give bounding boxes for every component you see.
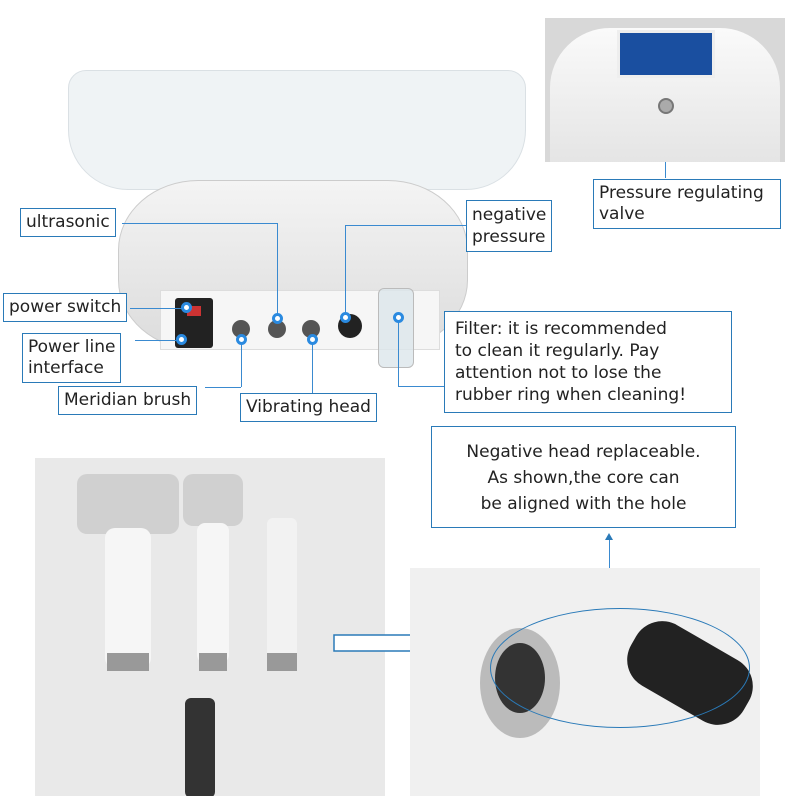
leader-line [135, 340, 180, 341]
filter-cup [378, 288, 414, 368]
negative-pressure-label: negative pressure [466, 200, 553, 252]
marker-dot [393, 312, 404, 323]
large-handpiece-grip [105, 528, 151, 668]
connector-port [232, 320, 250, 338]
handpiece-metal-ring [107, 653, 149, 671]
leader-line [205, 387, 241, 388]
vibrating-head-label: Vibrating head [240, 393, 377, 422]
handle-holder-tray [68, 70, 526, 190]
leader-line [130, 308, 185, 309]
connector-port [302, 320, 320, 338]
meridian-brush-label: Meridian brush [58, 386, 198, 415]
leader-line [398, 318, 399, 386]
marker-dot [181, 302, 192, 313]
medium-handpiece-head [183, 474, 243, 526]
ultrasonic-label: ultrasonic [20, 208, 116, 237]
connector-closeup-photo [410, 568, 760, 796]
leader-line [312, 342, 313, 394]
highlight-ellipse [490, 608, 750, 728]
black-connector-cable [185, 698, 215, 796]
leader-line [241, 342, 242, 387]
large-handpiece-head [77, 474, 179, 534]
marker-dot [176, 334, 187, 345]
leader-line [122, 223, 277, 224]
power-line-label: Power line interface [22, 333, 122, 383]
small-handpiece [267, 518, 297, 668]
connector-port [268, 320, 286, 338]
handpiece-metal-ring [267, 653, 297, 671]
leader-line [345, 225, 466, 226]
power-switch-label: power switch [3, 293, 128, 322]
leader-line [277, 223, 278, 318]
medium-handpiece-grip [197, 523, 229, 663]
marker-dot [272, 313, 283, 324]
handpiece-metal-ring [199, 653, 227, 671]
marker-dot [236, 334, 247, 345]
valve-knob [658, 98, 674, 114]
arrow-up-icon [605, 533, 613, 540]
leader-line [398, 386, 444, 387]
pressure-valve-label: Pressure regulating valve [593, 179, 781, 229]
touch-screen [617, 30, 715, 78]
leader-line [345, 225, 346, 317]
marker-dot [340, 312, 351, 323]
power-switch-rocker [187, 306, 201, 316]
screen-unit-photo [545, 18, 785, 162]
marker-dot [307, 334, 318, 345]
handpieces-photo [35, 458, 385, 796]
negative-head-note: Negative head replaceable. As shown,the … [431, 426, 736, 528]
filter-note: Filter: it is recommended to clean it re… [444, 311, 732, 413]
